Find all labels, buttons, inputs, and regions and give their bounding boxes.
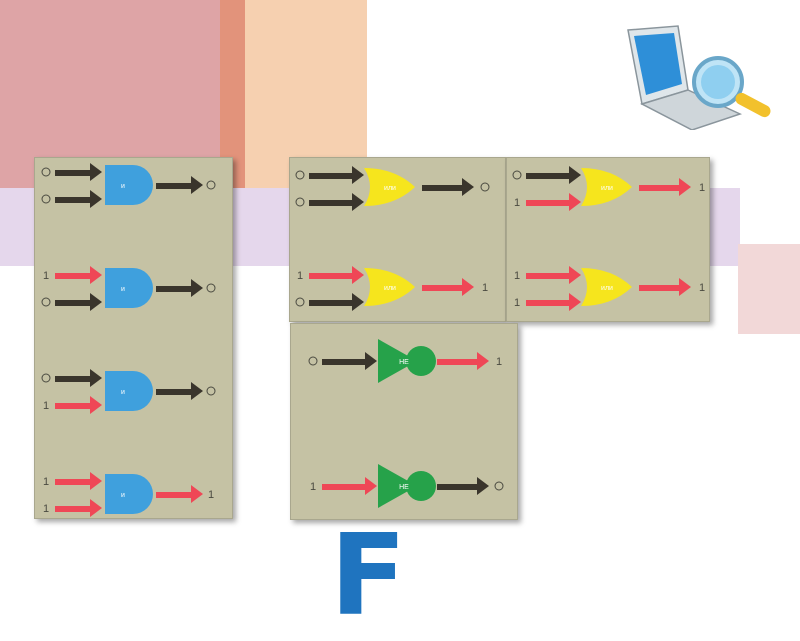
and-input-a-arrow bbox=[55, 163, 102, 181]
not-gate-symbol bbox=[378, 339, 417, 383]
and-input-b-value: 1 bbox=[43, 400, 49, 412]
not-output-arrow bbox=[437, 352, 489, 370]
big-letter: F bbox=[330, 511, 407, 641]
not-output-value: 1 bbox=[496, 356, 502, 368]
and-input-a-arrow bbox=[55, 472, 102, 490]
or-input-b-arrow bbox=[526, 193, 581, 211]
or-input-a-value: 1 bbox=[514, 270, 520, 282]
or-input-a-value: 1 bbox=[297, 270, 303, 282]
and-input-b-arrow bbox=[55, 396, 102, 414]
and-output-arrow bbox=[156, 176, 203, 194]
or-input-b-value: 1 bbox=[514, 297, 520, 309]
and-gate-label: и bbox=[121, 389, 125, 396]
and-output-arrow bbox=[156, 382, 203, 400]
or-output-arrow bbox=[639, 278, 691, 296]
not-gate-bubble bbox=[406, 346, 436, 376]
or-gate-label: или bbox=[384, 285, 396, 292]
and-output-value bbox=[206, 283, 216, 293]
and-gate-label: и bbox=[121, 492, 125, 499]
and-gate-label: и bbox=[121, 183, 125, 190]
or-input-b-value bbox=[295, 297, 305, 307]
and-input-a-value: 1 bbox=[43, 476, 49, 488]
or-input-b-value: 1 bbox=[514, 197, 520, 209]
and-output-arrow bbox=[156, 485, 203, 503]
or-output-arrow bbox=[422, 278, 474, 296]
or-gate-symbol bbox=[581, 168, 632, 206]
or-input-a-value bbox=[295, 170, 305, 180]
or-gate-symbol bbox=[364, 268, 415, 306]
and-input-b-arrow bbox=[55, 190, 102, 208]
and-input-b-value bbox=[41, 297, 51, 307]
and-output-value: 1 bbox=[208, 489, 214, 501]
or-output-arrow bbox=[422, 178, 474, 196]
and-gate-symbol bbox=[105, 165, 153, 205]
or-input-a-value bbox=[512, 170, 522, 180]
or-gate-label: или bbox=[601, 185, 613, 192]
and-input-a-value bbox=[41, 167, 51, 177]
and-input-a-value bbox=[41, 373, 51, 383]
not-output-value bbox=[494, 481, 504, 491]
not-gate-label: НЕ bbox=[399, 359, 409, 366]
not-gate-bubble bbox=[406, 471, 436, 501]
or-input-a-arrow bbox=[309, 166, 364, 184]
or-gate-panel-left: или 1 или 1 bbox=[289, 157, 506, 322]
and-input-b-value bbox=[41, 194, 51, 204]
or-output-value: 1 bbox=[699, 282, 705, 294]
and-output-value bbox=[206, 180, 216, 190]
and-input-a-arrow bbox=[55, 266, 102, 284]
or-gate-label: или bbox=[384, 185, 396, 192]
or-input-a-arrow bbox=[309, 266, 364, 284]
not-input-arrow bbox=[322, 352, 377, 370]
or-input-b-arrow bbox=[309, 193, 364, 211]
or-output-value: 1 bbox=[482, 282, 488, 294]
deco-block-pink-right bbox=[738, 244, 800, 334]
and-gate-label: и bbox=[121, 286, 125, 293]
not-output-arrow bbox=[437, 477, 489, 495]
not-input-arrow bbox=[322, 477, 377, 495]
or-output-value: 1 bbox=[699, 182, 705, 194]
laptop-magnifier-icon bbox=[627, 25, 771, 130]
and-input-b-arrow bbox=[55, 293, 102, 311]
and-gate-panel: и 1 и 1 и 1 1 и 1 bbox=[34, 157, 233, 519]
and-input-b-arrow bbox=[55, 499, 102, 517]
or-gate-symbol bbox=[581, 268, 632, 306]
or-input-a-arrow bbox=[526, 166, 581, 184]
not-input-value bbox=[308, 356, 318, 366]
or-gate-symbol bbox=[364, 168, 415, 206]
or-gate-label: или bbox=[601, 285, 613, 292]
and-output-value bbox=[206, 386, 216, 396]
or-input-a-arrow bbox=[526, 266, 581, 284]
and-input-b-value: 1 bbox=[43, 503, 49, 515]
or-gate-panel-right: 1 или 1 1 1 или 1 bbox=[506, 157, 710, 322]
not-gate-label: НЕ bbox=[399, 484, 409, 491]
and-gate-symbol bbox=[105, 268, 153, 308]
or-output-value bbox=[480, 182, 490, 192]
or-input-b-value bbox=[295, 197, 305, 207]
not-gate-symbol bbox=[378, 464, 417, 508]
or-output-arrow bbox=[639, 178, 691, 196]
and-input-a-arrow bbox=[55, 369, 102, 387]
and-gate-symbol bbox=[105, 371, 153, 411]
and-gate-symbol bbox=[105, 474, 153, 514]
and-input-a-value: 1 bbox=[43, 270, 49, 282]
not-input-value: 1 bbox=[310, 481, 316, 493]
or-input-b-arrow bbox=[309, 293, 364, 311]
or-input-b-arrow bbox=[526, 293, 581, 311]
and-output-arrow bbox=[156, 279, 203, 297]
